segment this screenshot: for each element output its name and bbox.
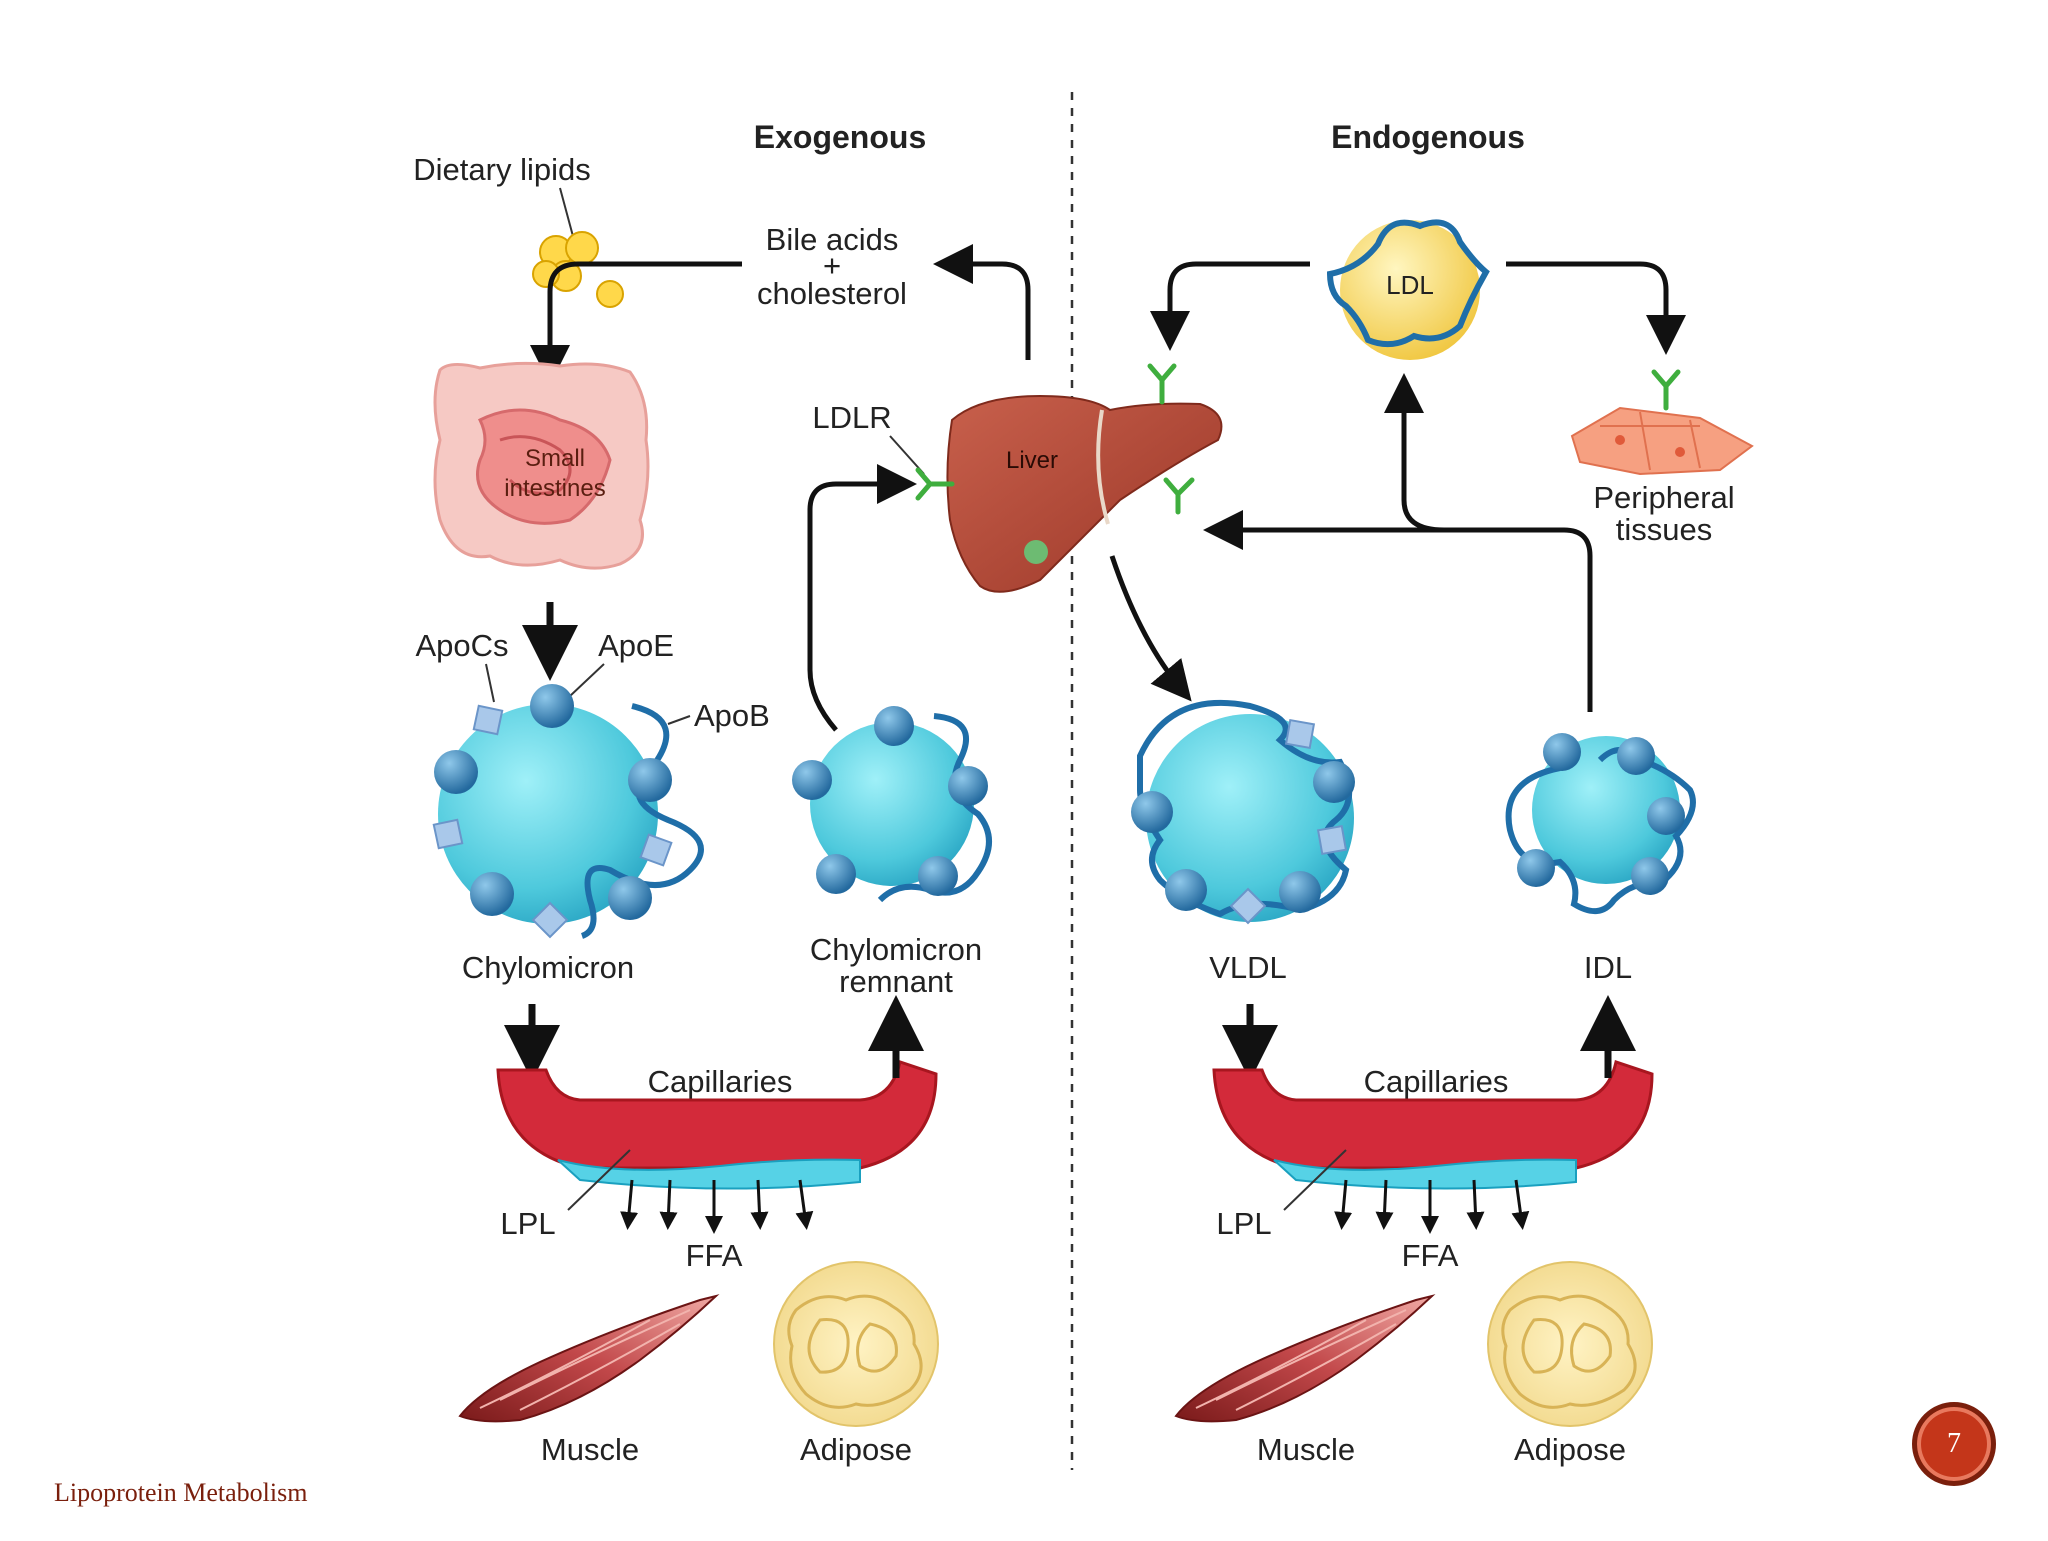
- vldl-particle: [1131, 699, 1355, 925]
- label-apoe: ApoE: [598, 628, 674, 663]
- arrow-remnant-to-liver: [807, 464, 917, 732]
- label-muscle-left: Muscle: [541, 1432, 639, 1467]
- label-ldl: LDL: [1386, 270, 1434, 300]
- label-intestines: intestines: [504, 475, 605, 502]
- ldl-receptors: [915, 363, 1195, 515]
- peripheral-tissue-cells: [1570, 369, 1754, 476]
- apob-leader: [667, 715, 691, 725]
- label-small: Small: [525, 445, 585, 472]
- label-lpl-right: LPL: [1216, 1206, 1271, 1241]
- footer-title: Lipoprotein Metabolism: [54, 1478, 308, 1507]
- page-number-badge: 7: [1912, 1402, 1996, 1486]
- label-apob: ApoB: [694, 698, 770, 733]
- dietary-lipid-droplets: [532, 231, 624, 308]
- capillary-right: [1212, 995, 1654, 1234]
- apocs-leader: [485, 663, 495, 703]
- label-idl: IDL: [1584, 950, 1632, 985]
- label-bile-acids: Bile acids: [766, 222, 899, 257]
- header-exogenous: Exogenous: [754, 119, 926, 155]
- label-vldl: VLDL: [1209, 950, 1287, 985]
- label-dietary-lipids: Dietary lipids: [413, 152, 590, 187]
- label-capillaries-right: Capillaries: [1364, 1064, 1509, 1099]
- arrow-liver-to-vldl: [1109, 555, 1192, 702]
- arrow-idl-to-liver: [1203, 510, 1593, 712]
- label-ldlr: LDLR: [812, 400, 891, 435]
- liver-organ: [946, 394, 1223, 593]
- ldl-particle: [1326, 219, 1490, 360]
- label-remnant-2: remnant: [839, 964, 953, 999]
- arrow-liver-to-bile: [933, 244, 1031, 360]
- label-plus: +: [823, 248, 841, 283]
- label-apocs: ApoCs: [415, 628, 508, 663]
- label-remnant-1: Chylomicron: [810, 932, 982, 967]
- arrow-ldl-to-liver: [1150, 261, 1310, 351]
- lpl-leader-right: [1283, 1149, 1347, 1211]
- muscle-right: [1174, 1294, 1436, 1423]
- chylomicron-remnant-particle: [792, 706, 992, 903]
- arrow-bile-to-intestine: [530, 261, 742, 385]
- label-muscle-right: Muscle: [1257, 1432, 1355, 1467]
- adipose-left: [773, 1261, 939, 1427]
- dietary-lipids-leader: [559, 187, 575, 241]
- label-tissues: tissues: [1616, 512, 1712, 547]
- label-cholesterol: cholesterol: [757, 276, 907, 311]
- label-adipose-right: Adipose: [1514, 1432, 1626, 1467]
- label-chylomicron: Chylomicron: [462, 950, 634, 985]
- lpl-leader-left: [567, 1149, 631, 1211]
- idl-particle: [1505, 733, 1696, 914]
- label-peripheral: Peripheral: [1593, 480, 1734, 515]
- label-lpl-left: LPL: [500, 1206, 555, 1241]
- label-ffa-left: FFA: [686, 1238, 743, 1273]
- label-capillaries-left: Capillaries: [648, 1064, 793, 1099]
- label-ffa-right: FFA: [1402, 1238, 1459, 1273]
- adipose-right: [1487, 1261, 1653, 1427]
- header-endogenous: Endogenous: [1331, 119, 1525, 155]
- arrow-ldl-to-peripheral: [1506, 261, 1686, 355]
- small-intestine: [433, 361, 650, 570]
- capillary-left: [496, 995, 938, 1234]
- arrow-idl-to-ldl: [1384, 373, 1445, 533]
- label-liver: Liver: [1006, 447, 1058, 474]
- apoe-leader: [569, 663, 605, 697]
- muscle-left: [458, 1294, 720, 1423]
- chylomicron-particle: [432, 684, 704, 939]
- label-adipose-left: Adipose: [800, 1432, 912, 1467]
